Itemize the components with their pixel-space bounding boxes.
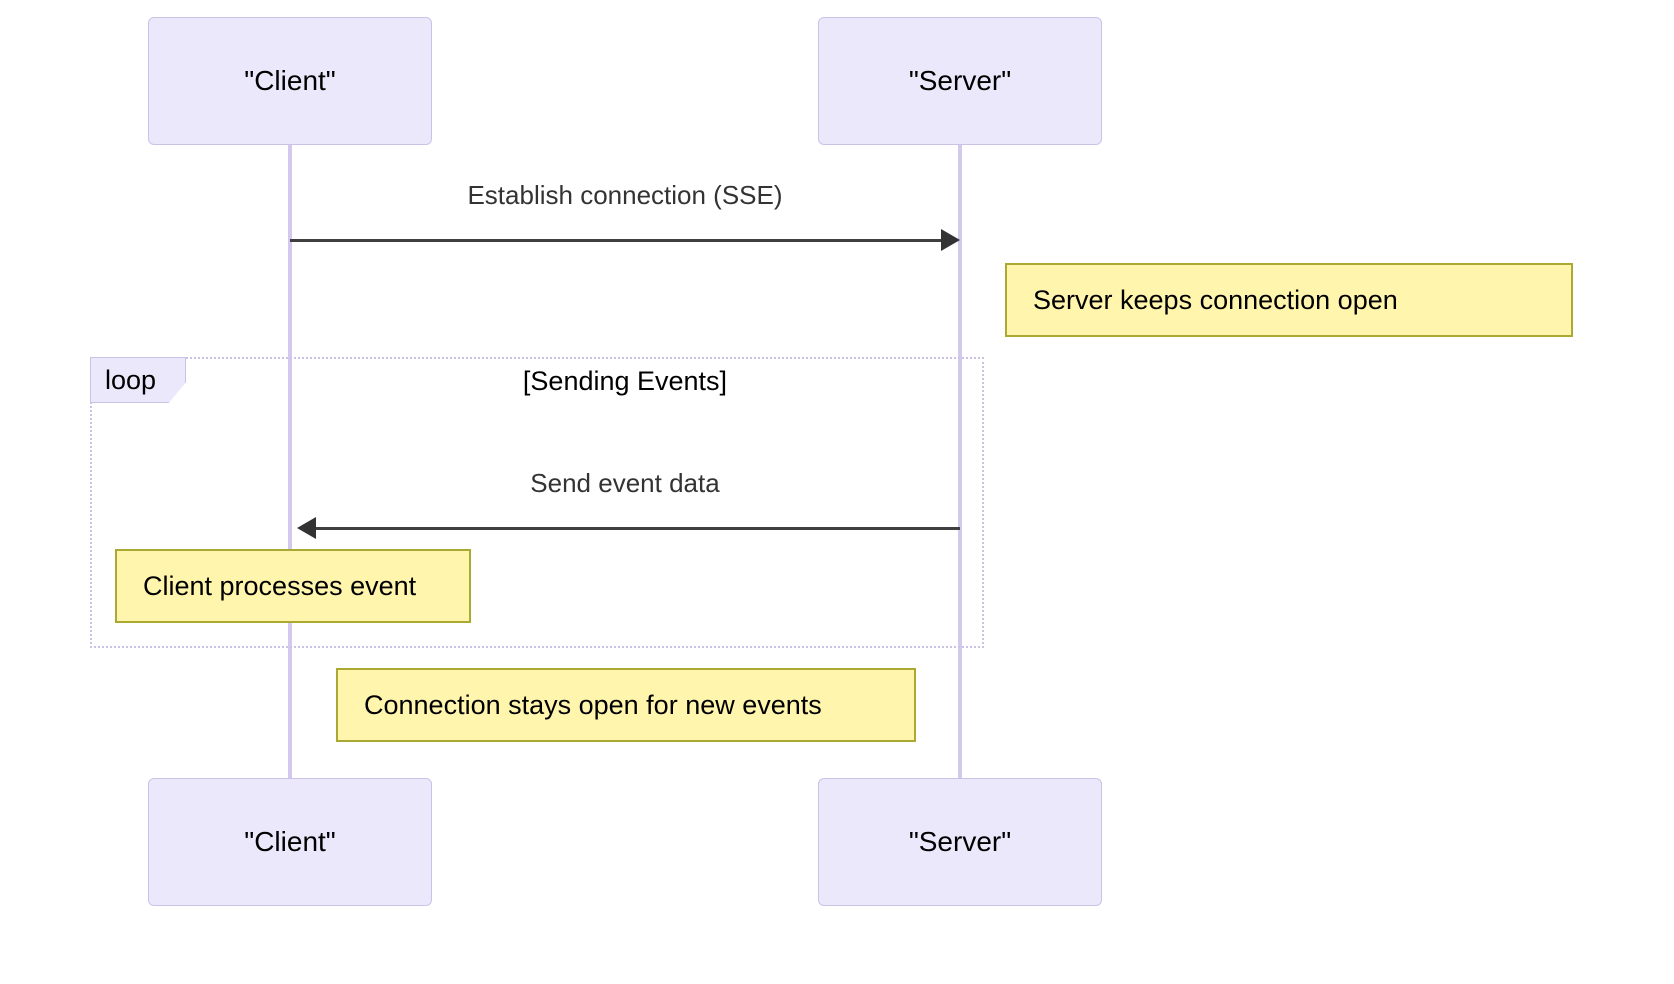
note-label-connection-stays-open: Connection stays open for new events (364, 689, 822, 720)
actor-box-server-top[interactable]: "Server" (818, 17, 1102, 145)
message-label-establish-connection: Establish connection (SSE) (467, 180, 783, 210)
note-server-keeps-connection-open: Server keeps connection open (1005, 263, 1573, 337)
note-label-server-keeps-connection-open: Server keeps connection open (1033, 284, 1398, 315)
arrowhead-left-send-event-data (297, 517, 316, 539)
note-label-client-processes-event: Client processes event (143, 570, 417, 601)
actor-box-client-top[interactable]: "Client" (148, 17, 432, 145)
lifeline-client (288, 144, 292, 782)
actor-box-server-bottom[interactable]: "Server" (818, 778, 1102, 906)
note-connection-stays-open: Connection stays open for new events (336, 668, 916, 742)
actor-label-server-bottom: "Server" (908, 826, 1012, 857)
loop-fragment-title: [Sending Events] (522, 366, 728, 396)
message-line-send-event-data[interactable] (300, 527, 960, 530)
actor-label-client-bottom: "Client" (244, 826, 336, 857)
arrowhead-right-establish-connection (941, 229, 960, 251)
actor-box-client-bottom[interactable]: "Client" (148, 778, 432, 906)
loop-fragment-tag: loop (90, 357, 186, 403)
loop-fragment-tag-label: loop (105, 364, 157, 395)
message-line-establish-connection[interactable] (290, 239, 950, 242)
loop-fragment-sending-events (90, 357, 984, 648)
lifeline-server (958, 144, 962, 782)
note-client-processes-event: Client processes event (115, 549, 471, 623)
message-label-send-event-data: Send event data (530, 468, 720, 498)
actor-label-client-top: "Client" (244, 65, 336, 96)
actor-label-server-top: "Server" (908, 65, 1012, 96)
